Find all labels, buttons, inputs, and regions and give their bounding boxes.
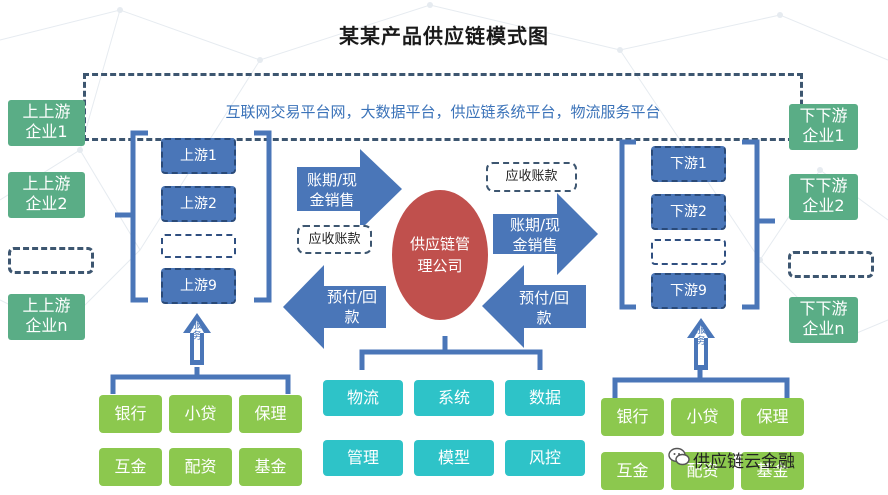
right-service-arrow <box>687 318 715 370</box>
right-bracket <box>619 139 775 310</box>
right-enterprise-2-line2: 企业2 <box>802 196 845 215</box>
downstream-node-placeholder <box>651 239 726 265</box>
left-finance-fintech: 互金 <box>99 448 162 486</box>
platform-label: 互联网交易平台网，大数据平台，供应链系统平台，物流服务平台 <box>225 103 661 121</box>
left-service-arrow <box>183 313 211 365</box>
left-sales-label-line2: 金销售 <box>309 191 355 209</box>
right-finance-fund: 基金 <box>741 452 804 490</box>
right-sales-label-line2: 金销售 <box>512 236 558 254</box>
right-enterprise-1: 下下游 企业1 <box>789 104 858 150</box>
left-enterprise-1-line2: 企业1 <box>25 122 68 141</box>
left-enterprise-1-line1: 上上游 <box>22 102 71 121</box>
right-sales-label: 账期/现 金销售 <box>500 215 570 255</box>
left-finance-margin: 配资 <box>169 448 232 486</box>
left-finance-microloan: 小贷 <box>169 395 232 433</box>
left-enterprise-2-line1: 上上游 <box>22 174 71 193</box>
left-enterprise-n-line2: 企业n <box>25 316 68 335</box>
left-sales-label: 账期/现 金销售 <box>300 170 364 210</box>
left-enterprise-placeholder <box>8 247 94 274</box>
left-bracket <box>115 130 272 303</box>
capability-logistics: 物流 <box>323 380 403 416</box>
left-finance-factoring: 保理 <box>239 395 302 433</box>
upstream-node-9: 上游9 <box>161 268 236 304</box>
capability-system: 系统 <box>414 380 494 416</box>
right-prepay-label-line1: 预付/回 <box>518 289 570 307</box>
right-prepay-label: 预付/回 款 <box>512 288 576 328</box>
capability-risk-control: 风控 <box>505 440 585 476</box>
company-label: 供应链管理公司 <box>410 235 471 275</box>
right-prepay-label-line2: 款 <box>536 309 552 327</box>
watermark-text: 供应链云金融 <box>693 452 795 472</box>
left-enterprise-n: 上上游 企业n <box>8 294 85 340</box>
right-finance-microloan: 小贷 <box>671 398 734 436</box>
wechat-icon <box>668 447 690 466</box>
left-enterprise-2: 上上游 企业2 <box>8 172 85 218</box>
right-service-label: 服务 <box>696 325 706 347</box>
downstream-node-1: 下游1 <box>651 146 726 182</box>
right-finance-margin: 配资 <box>671 452 734 490</box>
right-sales-arrow <box>493 193 598 275</box>
receivable-left: 应收账款 <box>297 225 372 254</box>
left-finance-bracket <box>110 367 291 394</box>
upstream-node-2: 上游2 <box>161 186 236 222</box>
upstream-node-1: 上游1 <box>161 138 236 174</box>
right-finance-bracket <box>612 370 790 398</box>
left-service-label: 服务 <box>192 320 202 342</box>
right-enterprise-2-line1: 下下游 <box>799 176 848 195</box>
left-prepay-label-line1: 预付/回 <box>326 288 378 306</box>
left-prepay-label-line2: 款 <box>344 308 360 326</box>
receivable-right: 应收账款 <box>486 162 577 192</box>
right-enterprise-1-line1: 下下游 <box>799 106 848 125</box>
right-enterprise-1-line2: 企业1 <box>802 126 845 145</box>
capability-data: 数据 <box>505 380 585 416</box>
right-enterprise-n-line1: 下下游 <box>799 299 848 318</box>
left-prepay-arrow <box>283 265 386 349</box>
left-sales-arrow <box>297 149 402 230</box>
right-finance-factoring: 保理 <box>741 398 804 436</box>
right-enterprise-n-line2: 企业n <box>802 319 845 338</box>
right-prepay-arrow <box>482 265 586 348</box>
page-title: 某某产品供应链模式图 <box>339 24 549 48</box>
left-enterprise-n-line1: 上上游 <box>22 296 71 315</box>
capability-model: 模型 <box>414 440 494 476</box>
downstream-node-9: 下游9 <box>651 273 726 309</box>
right-enterprise-2: 下下游 企业2 <box>789 174 858 220</box>
left-prepay-label: 预付/回 款 <box>320 287 384 327</box>
right-finance-fintech: 互金 <box>601 452 664 490</box>
left-enterprise-2-line2: 企业2 <box>25 194 68 213</box>
left-enterprise-1: 上上游 企业1 <box>8 100 85 146</box>
right-enterprise-placeholder <box>788 251 874 278</box>
left-sales-label-line1: 账期/现 <box>306 171 358 189</box>
downstream-node-2: 下游2 <box>651 194 726 230</box>
right-finance-bank: 银行 <box>601 398 664 436</box>
left-finance-bank: 银行 <box>99 395 162 433</box>
upstream-node-placeholder <box>161 234 236 258</box>
supply-chain-company: 供应链管理公司 <box>392 190 488 320</box>
center-capability-bracket <box>359 336 543 370</box>
right-enterprise-n: 下下游 企业n <box>789 297 858 343</box>
capability-management: 管理 <box>323 440 403 476</box>
left-finance-fund: 基金 <box>239 448 302 486</box>
right-sales-label-line1: 账期/现 <box>509 216 561 234</box>
